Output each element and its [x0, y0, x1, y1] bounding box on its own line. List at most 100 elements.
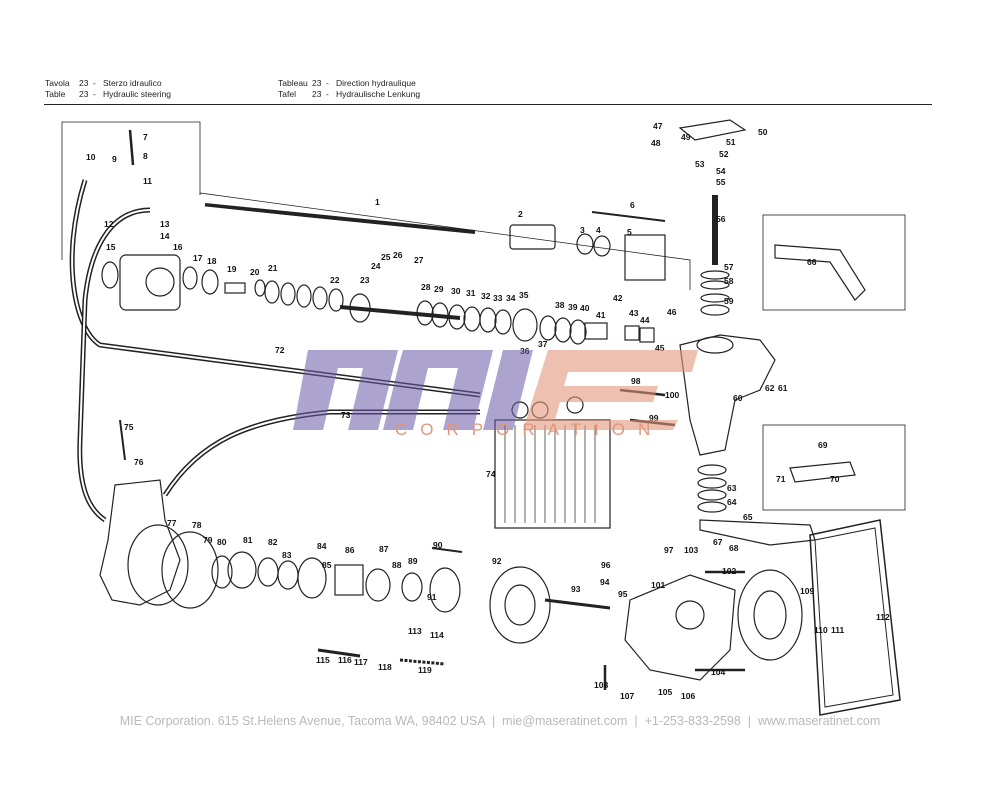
pump-body — [489, 566, 551, 644]
mie-logo-watermark — [293, 350, 698, 430]
part-number-label: 97 — [664, 545, 674, 555]
part-number-label: 77 — [167, 518, 177, 528]
watermark-text: CORPORATION — [395, 420, 664, 439]
part-number-label: 98 — [631, 376, 641, 386]
part-number-label: 47 — [653, 121, 663, 131]
header-separator: - — [93, 78, 96, 88]
inset-frame-top-left — [61, 121, 201, 260]
part-number-label: 85 — [322, 560, 332, 570]
part-number-label: 87 — [379, 544, 389, 554]
part-number-label: 24 — [371, 261, 381, 271]
part-number-label: 113 — [408, 626, 422, 636]
part-number-label: 27 — [414, 255, 424, 265]
part-number-label: 104 — [711, 667, 726, 677]
part-number-label: 112 — [876, 612, 890, 622]
part-number-label: 43 — [629, 308, 639, 318]
part-number-label: 16 — [173, 242, 183, 252]
part-number-label: 33 — [493, 293, 503, 303]
part-number-label: 28 — [421, 282, 431, 292]
valve-body — [119, 254, 181, 311]
part-number-label: 83 — [282, 550, 292, 560]
part-number-label: 75 — [124, 422, 134, 432]
part-number-label: 95 — [618, 589, 628, 599]
part-number-label: 32 — [481, 291, 491, 301]
part-number-label: 45 — [655, 343, 665, 353]
footer: MIE Corporation. 615 St.Helens Avenue, T… — [0, 714, 1000, 728]
part-number-label: 65 — [743, 512, 753, 522]
part-number-label: 17 — [193, 253, 203, 263]
part-number-label: 34 — [506, 293, 516, 303]
part-number-label: 81 — [243, 535, 253, 545]
header-title: Sterzo idraulico — [103, 78, 162, 88]
part-number-label: 61 — [778, 383, 788, 393]
header-title: Hydraulic steering — [103, 89, 172, 99]
part-number-label: 31 — [466, 288, 476, 298]
part-number-label: 78 — [192, 520, 202, 530]
bracket — [624, 574, 736, 681]
drive-belt — [809, 519, 901, 716]
part-number-label: 15 — [106, 242, 116, 252]
part-number-label: 92 — [492, 556, 502, 566]
header-label: Tafel — [278, 89, 296, 99]
part-number-label: 13 — [160, 219, 170, 229]
part-number-label: 8 — [143, 151, 148, 161]
part-number-label: 57 — [724, 262, 734, 272]
part-number-label: 79 — [203, 535, 213, 545]
part-number-label: 63 — [727, 483, 737, 493]
part-number-label: 117 — [354, 657, 368, 667]
part-number-label: 66 — [807, 257, 817, 267]
part-number-label: 71 — [776, 474, 786, 484]
footer-separator: | — [491, 714, 496, 728]
part-number-label: 94 — [600, 577, 610, 587]
part-number-label: 107 — [620, 691, 635, 701]
part-number-label: 58 — [724, 276, 734, 286]
part-number-label: 3 — [580, 225, 585, 235]
part-number-label: 64 — [727, 497, 737, 507]
part-number-label: 46 — [667, 307, 677, 317]
part-number-label: 116 — [338, 655, 352, 665]
footer-website-link[interactable]: www.maseratinet.com — [757, 714, 881, 728]
part-number-label: 86 — [345, 545, 355, 555]
part-number-label: 96 — [601, 560, 611, 570]
footer-phone[interactable]: +1-253-833-2598 — [644, 714, 741, 728]
part-number-label: 99 — [649, 413, 659, 423]
footer-email-link[interactable]: mie@maseratinet.com — [502, 714, 628, 728]
part-number-label: 49 — [681, 132, 691, 142]
header-label: Tableau — [278, 78, 308, 88]
part-number-label: 29 — [434, 284, 444, 294]
part-number-label: 35 — [519, 290, 529, 300]
part-number-label: 93 — [571, 584, 581, 594]
part-number-label: 23 — [360, 275, 370, 285]
part-number-label: 18 — [207, 256, 217, 266]
part-number-label: 2 — [518, 209, 523, 219]
part-number-label: 48 — [651, 138, 661, 148]
part-number-label: 40 — [580, 303, 590, 313]
part-number-label: 101 — [651, 580, 666, 590]
reservoir — [99, 479, 181, 606]
header-label: Table — [45, 89, 66, 99]
header-separator: - — [326, 78, 329, 88]
inset-frame-pitman-arm — [762, 214, 906, 311]
part-number-label: 114 — [430, 630, 444, 640]
part-number-label: 56 — [716, 214, 726, 224]
part-number-label: 84 — [317, 541, 327, 551]
part-number-label: 19 — [227, 264, 237, 274]
part-number-label: 76 — [134, 457, 144, 467]
part-number-label: 90 — [433, 540, 443, 550]
header-separator: - — [326, 89, 329, 99]
header-separator: - — [93, 89, 96, 99]
part-number-label: 69 — [818, 440, 828, 450]
part-number-label: 91 — [427, 592, 437, 602]
header-number: 23 — [79, 89, 89, 99]
header-number: 23 — [312, 89, 322, 99]
footer-company: MIE Corporation. 615 St.Helens Avenue, T… — [119, 714, 486, 728]
column-shaft — [204, 203, 476, 234]
part-number-label: 89 — [408, 556, 418, 566]
part-number-label: 59 — [724, 296, 734, 306]
part-number-label: 9 — [112, 154, 117, 164]
part-number-label: 68 — [729, 543, 739, 553]
part-number-label: 41 — [596, 310, 606, 320]
header-title: Hydraulische Lenkung — [336, 89, 421, 99]
